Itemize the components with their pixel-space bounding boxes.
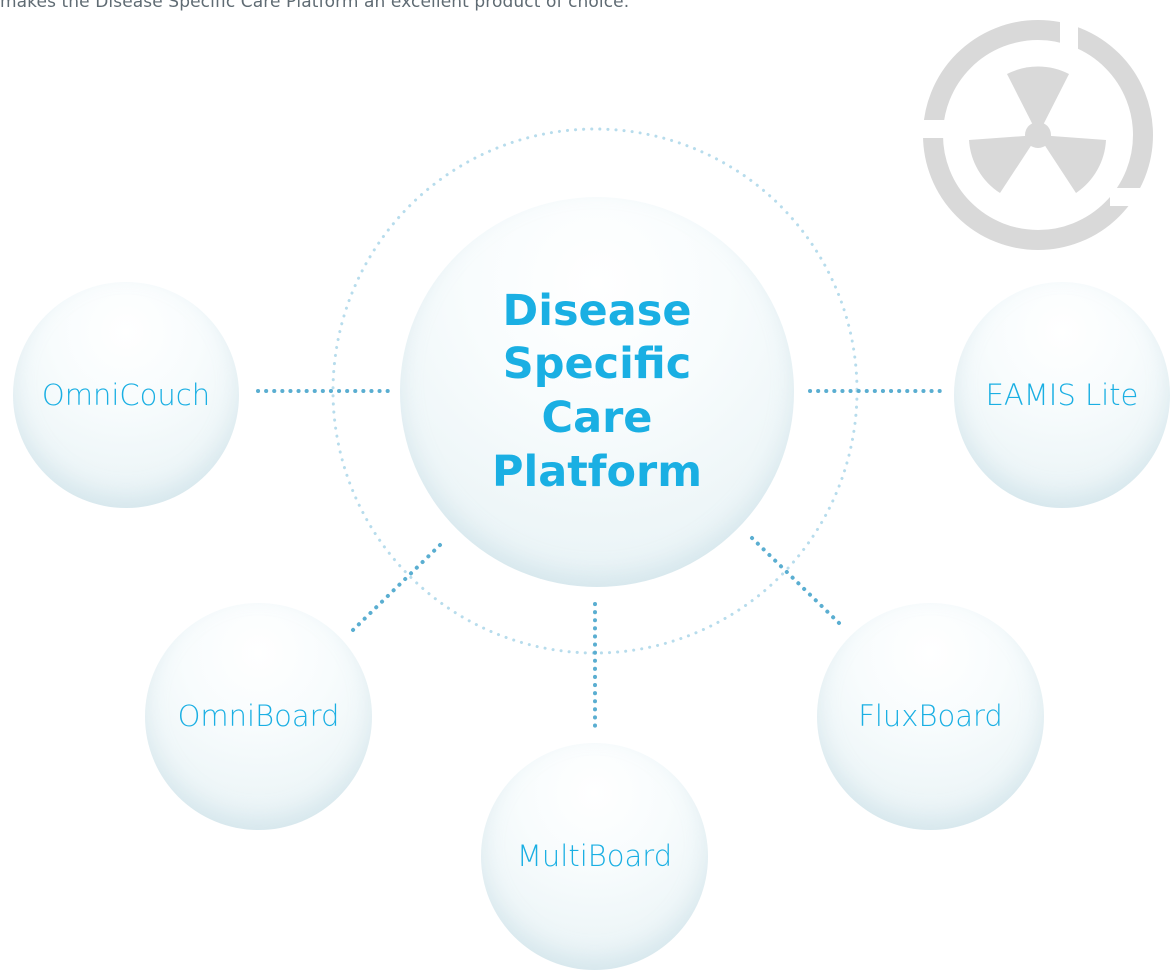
node-fluxboard-label: FluxBoard — [858, 699, 1003, 733]
node-multiboard-label: MultiBoard — [516, 839, 673, 873]
radiation-logo — [915, 8, 1153, 250]
node-multiboard[interactable]: MultiBoard — [481, 743, 708, 970]
intro-text: makes the Disease Specific Care Platform… — [0, 0, 630, 12]
logo-gap-bottom-right — [1110, 188, 1150, 206]
node-omnicouch-label: OmniCouch — [41, 377, 211, 412]
node-eamis-lite-label: EAMIS Lite — [985, 377, 1139, 412]
node-omniboard-label: OmniBoard — [177, 699, 340, 733]
center-platform-label: Disease Specific Care Platform — [491, 285, 703, 497]
connector-omniboard — [350, 543, 442, 633]
connector-fluxboard — [750, 536, 842, 626]
center-platform-circle: Disease Specific Care Platform — [400, 197, 794, 587]
logo-gap-top-right — [1060, 8, 1078, 50]
logo-blade-top — [1007, 66, 1069, 135]
node-eamis-lite[interactable]: EAMIS Lite — [954, 282, 1170, 508]
logo-gap-left — [915, 120, 955, 138]
node-omnicouch[interactable]: OmniCouch — [13, 282, 239, 508]
logo-blade-right — [1038, 135, 1106, 193]
logo-blade-left — [969, 135, 1038, 193]
node-omniboard[interactable]: OmniBoard — [145, 603, 372, 830]
node-fluxboard[interactable]: FluxBoard — [817, 603, 1044, 830]
